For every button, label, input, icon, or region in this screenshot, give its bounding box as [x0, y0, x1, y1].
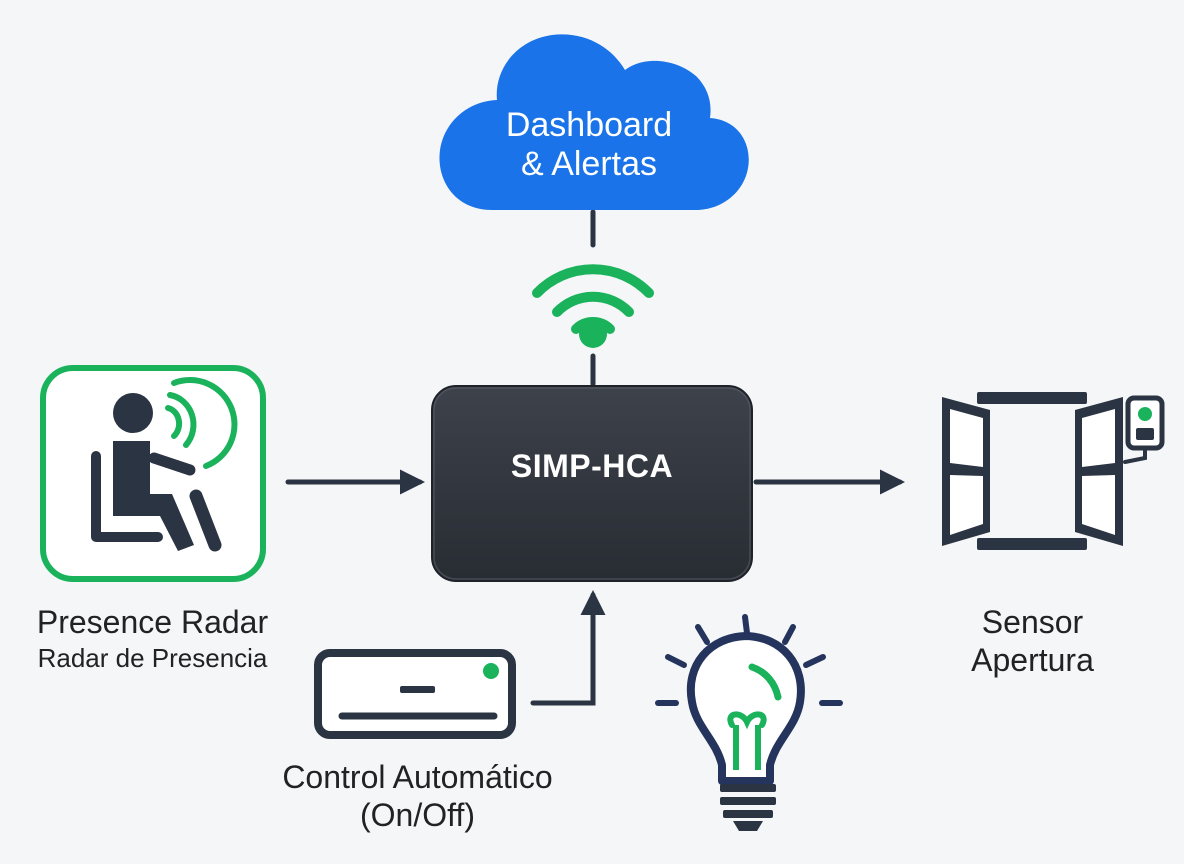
ac-title-line2: (On/Off): [360, 797, 475, 834]
window-sensor-icon: [942, 392, 1165, 550]
ac-title-line1: Control Automático: [282, 759, 553, 795]
seated-person-radar-icon: [40, 365, 266, 582]
radar-subtitle: Radar de Presencia: [37, 643, 268, 674]
light-bulb-icon: [655, 614, 843, 831]
cloud-icon[interactable]: Dashboard & Alertas: [439, 34, 749, 210]
sensor-title-line2: Apertura: [971, 642, 1094, 679]
ac-label: Control Automático (On/Off): [245, 758, 590, 835]
cloud-title-line2: & Alertas: [521, 145, 657, 183]
hub-label: SIMP-HCA: [511, 448, 673, 484]
air-conditioner-icon: [314, 649, 516, 739]
sensor-label: Sensor Apertura: [940, 603, 1125, 680]
ac-to-hub-arrow: [530, 590, 606, 706]
cloud-title-line1: Dashboard: [506, 106, 672, 144]
sensor-title-line1: Sensor: [981, 604, 1084, 640]
wifi-icon: [532, 264, 654, 348]
connectors: [285, 209, 905, 706]
radar-title: Presence Radar: [36, 604, 269, 640]
hub-box[interactable]: SIMP-HCA: [431, 385, 753, 582]
radar-label: Presence Radar Radar de Presencia: [15, 603, 290, 675]
